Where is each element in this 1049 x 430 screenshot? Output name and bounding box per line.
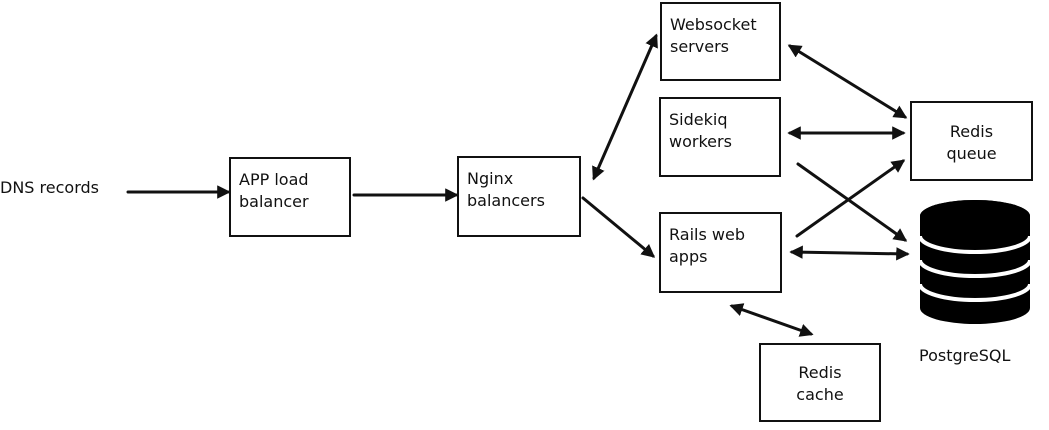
edge-rails-postgres bbox=[789, 245, 910, 261]
postgres-database-icon bbox=[918, 200, 1032, 324]
rails-web-apps-node: Rails web apps bbox=[659, 212, 782, 293]
redis-cache-node: Redis cache bbox=[759, 343, 881, 422]
nginx-line2: balancers bbox=[467, 191, 545, 210]
redis-queue-node: Redis queue bbox=[910, 101, 1033, 181]
nginx-balancers-node: Nginx balancers bbox=[457, 156, 581, 237]
edge-nginx-to-rails bbox=[581, 196, 656, 258]
rails-line1: Rails web bbox=[669, 225, 745, 244]
redis-queue-line2: queue bbox=[946, 144, 997, 163]
websocket-line2: servers bbox=[670, 37, 729, 56]
edge-sidekiq-to-postgres bbox=[796, 162, 908, 242]
nginx-line1: Nginx bbox=[467, 169, 514, 188]
dns-records-label: DNS records bbox=[0, 178, 99, 197]
sidekiq-line2: workers bbox=[669, 132, 732, 151]
rails-line2: apps bbox=[669, 247, 708, 266]
edge-nginx-websocket bbox=[592, 33, 658, 181]
redis-cache-line1: Redis bbox=[798, 363, 842, 382]
app-load-balancer-node: APP load balancer bbox=[229, 157, 351, 237]
edge-rails-redis-cache bbox=[729, 303, 814, 337]
redis-queue-line1: Redis bbox=[949, 122, 994, 141]
edge-websocket-redis-queue bbox=[787, 44, 908, 119]
sidekiq-workers-node: Sidekiq workers bbox=[659, 97, 781, 177]
postgresql-label: PostgreSQL bbox=[919, 346, 1011, 365]
websocket-line1: Websocket bbox=[670, 15, 757, 34]
sidekiq-line1: Sidekiq bbox=[669, 110, 728, 129]
app-lb-line2: balancer bbox=[239, 192, 309, 211]
websocket-servers-node: Websocket servers bbox=[660, 2, 781, 81]
app-lb-line1: APP load bbox=[239, 170, 309, 189]
edge-rails-to-redis-queue bbox=[795, 159, 906, 238]
redis-cache-line2: cache bbox=[796, 385, 844, 404]
